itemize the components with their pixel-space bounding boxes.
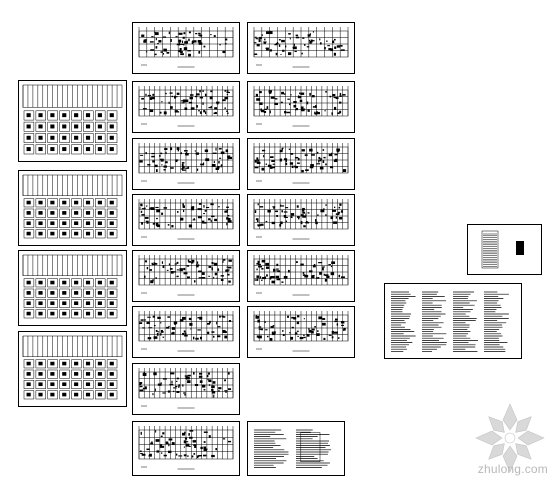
- drawing-sheet[interactable]: [132, 363, 240, 415]
- drawing-sheet[interactable]: [247, 306, 355, 358]
- drawing-sheet[interactable]: [247, 22, 355, 74]
- drawing-sheet[interactable]: [467, 224, 542, 275]
- drawing-sheet[interactable]: [18, 80, 127, 162]
- drawing-sheet[interactable]: [132, 250, 240, 302]
- drawing-sheet[interactable]: [18, 170, 127, 246]
- drawing-sheet[interactable]: [247, 81, 355, 133]
- drawing-sheet[interactable]: [18, 331, 127, 407]
- drawing-sheet[interactable]: [132, 421, 240, 476]
- drawing-sheet[interactable]: [132, 81, 240, 133]
- watermark-text: zhulong.com: [477, 462, 548, 476]
- drawing-sheet[interactable]: [247, 250, 355, 302]
- drawing-sheet[interactable]: [247, 138, 355, 190]
- zhulong-flower-logo-icon: [475, 403, 545, 473]
- drawing-sheet[interactable]: [132, 194, 240, 246]
- drawing-sheet[interactable]: [247, 194, 355, 246]
- drawing-sheet[interactable]: [18, 250, 127, 326]
- drawing-sheet[interactable]: [132, 306, 240, 358]
- drawing-sheet[interactable]: [132, 22, 240, 74]
- drawing-sheet[interactable]: [247, 421, 345, 476]
- drawing-sheet[interactable]: [384, 283, 522, 359]
- drawing-sheet[interactable]: [132, 138, 240, 190]
